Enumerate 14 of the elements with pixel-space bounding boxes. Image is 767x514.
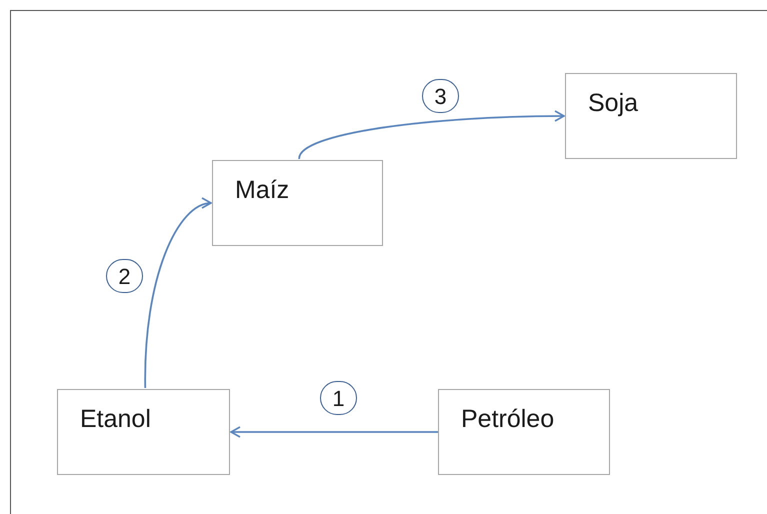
- node-label: Petróleo: [461, 404, 556, 435]
- process-box: [438, 389, 610, 475]
- node-label: Maíz: [235, 175, 290, 206]
- node-label: Soja: [588, 88, 640, 119]
- process-box: [57, 389, 230, 475]
- step-number: 2: [106, 259, 143, 293]
- process-box: [212, 160, 383, 246]
- arrow: [144, 198, 212, 388]
- arrow: [230, 426, 438, 438]
- step-number: 3: [422, 79, 459, 113]
- node-label: Etanol: [80, 404, 152, 435]
- process-box: [565, 73, 737, 159]
- arrow: [298, 110, 565, 160]
- step-number: 1: [320, 381, 357, 415]
